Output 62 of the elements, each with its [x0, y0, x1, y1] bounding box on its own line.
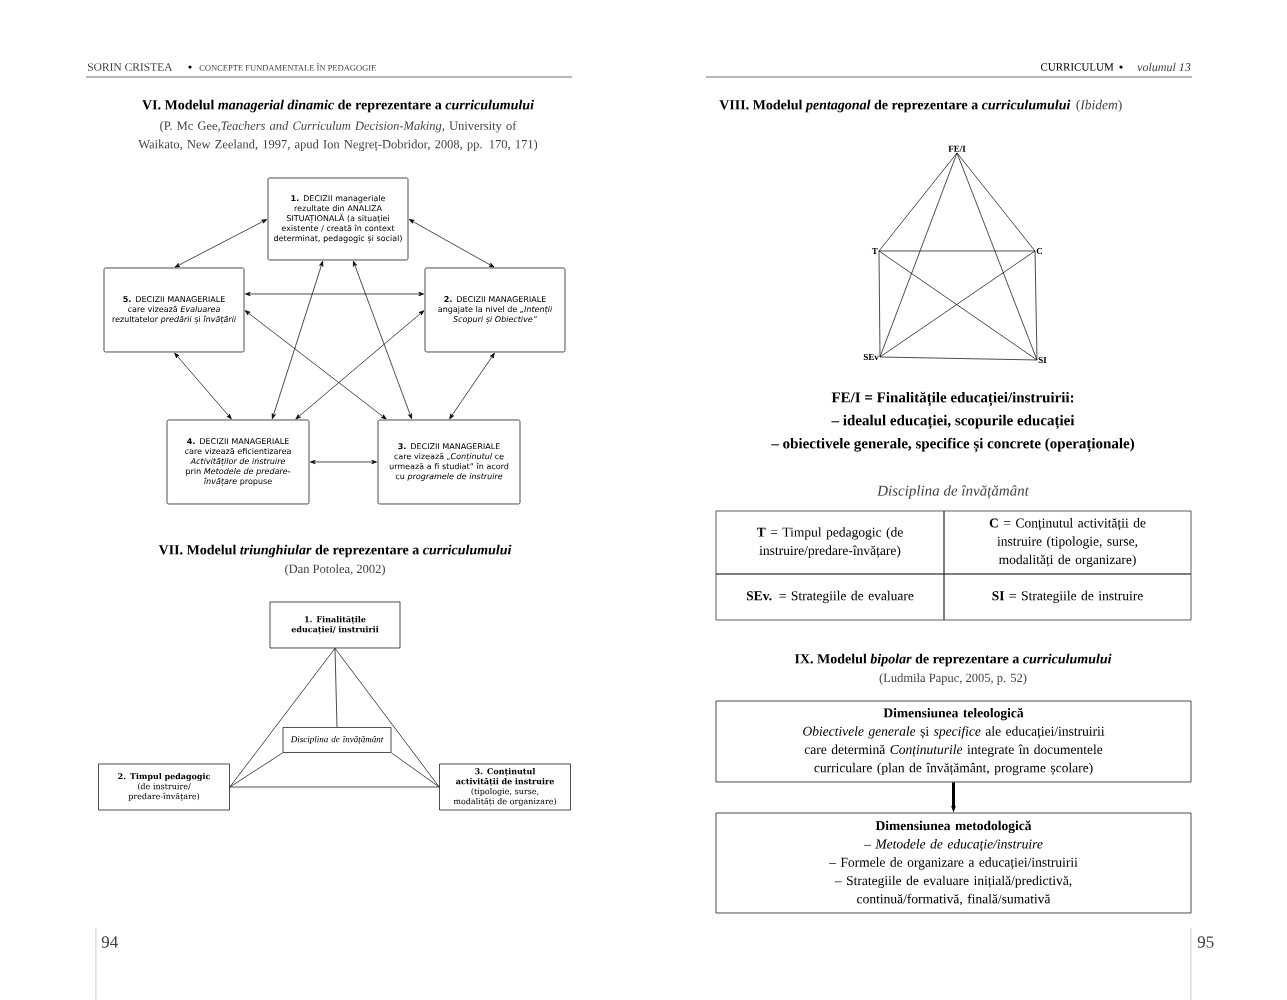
table-cell: SI = Strategiile de instruire — [943, 573, 1192, 621]
connector-line — [878, 250, 1036, 252]
vertex-label: SEv — [863, 353, 879, 360]
decision-box: 2. DECIZII MANAGERIALE angajate la nivel de „Intenții Scopuri și Obiective” — [424, 267, 566, 353]
arrow — [271, 260, 324, 419]
connector-line — [878, 152, 958, 252]
page-number: 95 — [1197, 936, 1214, 948]
connector-line — [1034, 250, 1038, 361]
connector-line — [956, 152, 1036, 252]
arrow — [244, 310, 387, 420]
concept-box: 3. Conținutul activității de instruire (tipologie, surse, modalități de organizare) — [439, 763, 571, 811]
arrow — [310, 459, 377, 465]
table-caption: Disciplina de învățământ — [877, 485, 1030, 499]
arrow — [174, 219, 268, 268]
vertex-label: C — [1036, 247, 1043, 254]
source-citation: (Dan Potolea, 2002) — [285, 564, 385, 576]
concept-box: 2. Timpul pedagogic (de instruire/ predare-învățare) — [98, 763, 230, 811]
connector-line — [334, 648, 440, 788]
arrow — [408, 219, 495, 268]
source-citation: (Ibidem) — [1076, 99, 1122, 113]
table-cell: C = Conținutul activității de instruire (tipologie, surse, modalități de organizare) — [943, 510, 1192, 575]
decision-box: 4. DECIZII MANAGERIALE care vizează eficientizarea Activităților de instruire prin Metodele de predare-învățare propuse — [166, 419, 310, 505]
concept-box: 1. Finalitățile educației/ instruirii — [269, 601, 401, 649]
section-title: IX. Modelul bipolar de reprezentare a curriculumului — [794, 653, 1112, 667]
connector-line — [391, 752, 440, 788]
connector-line — [229, 786, 440, 788]
decision-box: 1. DECIZII manageriale rezultate din ANALIZA SITUAȚIONALĂ (a situației existente / creată în context determinat, pedagogic și social) — [267, 177, 409, 261]
arrow — [174, 352, 232, 420]
dimension-box: Dimensiunea metodologică – Metodele de educație/instruire – Formele de organizare a educației/instruirii – Strategiile de evaluare inițială/predictivă, continuă/formativă, finală/sumativă — [715, 812, 1192, 914]
decision-box: 5. DECIZII MANAGERIALE care vizează Evaluarea rezultatelor predării și învățării — [103, 267, 245, 353]
arrow — [245, 291, 424, 297]
section-title: VIII. Modelul pentagonal de reprezentare a curriculumului — [719, 99, 1071, 113]
connector-line — [229, 648, 336, 788]
vertex-label: SI — [1038, 356, 1047, 363]
running-header: CURRICULUM — [1040, 63, 1114, 71]
vertex-label: FE/I — [948, 145, 966, 152]
table-cell: T = Timpul pedagogic (de instruire/predare-învățare) — [715, 510, 945, 575]
page-number: 94 — [101, 936, 118, 948]
section-title: VII. Modelul triunghiular de reprezentare a curriculumului — [158, 544, 512, 558]
arrow — [449, 352, 495, 420]
table-cell: SEv. = Strategiile de evaluare — [715, 573, 945, 621]
section-title: VI. Modelul managerial dinamic de reprezentare a curriculumului — [142, 99, 534, 113]
connector-line — [878, 250, 881, 358]
connector-line — [334, 648, 338, 728]
definition-text: – obiectivele generale, specifice și concrete (operaționale) — [771, 437, 1135, 453]
running-header: CONCEPTE FUNDAMENTALE ÎN PEDAGOGIE — [199, 63, 376, 71]
vertex-label: T — [871, 248, 878, 254]
definition-text: – idealul educației, scopurile educației — [831, 414, 1075, 430]
source-citation: (Ludmila Papuc, 2005, p. 52) — [879, 673, 1027, 685]
definition-text: FE/I = Finalitățile educației/instruirii: — [831, 391, 1074, 407]
connector-line — [229, 752, 283, 788]
dimension-box: Dimensiunea teleologică Obiectivele generale și specifice ale educației/instruirii care determină Conținuturile integrate în documentele curriculare (plan de învățământ, programe școlare) — [715, 700, 1192, 783]
running-header: volumul 13 — [1137, 62, 1191, 72]
running-header: SORIN CRISTEA — [88, 63, 173, 71]
arrow — [295, 310, 425, 420]
connector-line — [956, 152, 1038, 361]
arrow — [353, 260, 412, 419]
connector-line — [879, 152, 958, 358]
connector-line — [879, 356, 1038, 361]
concept-box: Disciplina de învățământ — [282, 727, 392, 753]
source-citation: (P. Mc Gee,Teachers and Curriculum Decision-Making, University of Waikato, New Zeeland, 1997, apud Ion Negreț-Dobridor, 2008, pp. 170, 171) — [138, 121, 538, 151]
decision-box: 3. DECIZII MANAGERIALE care vizează „Conținutul ce urmează a fi studiat” în acord cu programele de instruire — [377, 419, 521, 505]
